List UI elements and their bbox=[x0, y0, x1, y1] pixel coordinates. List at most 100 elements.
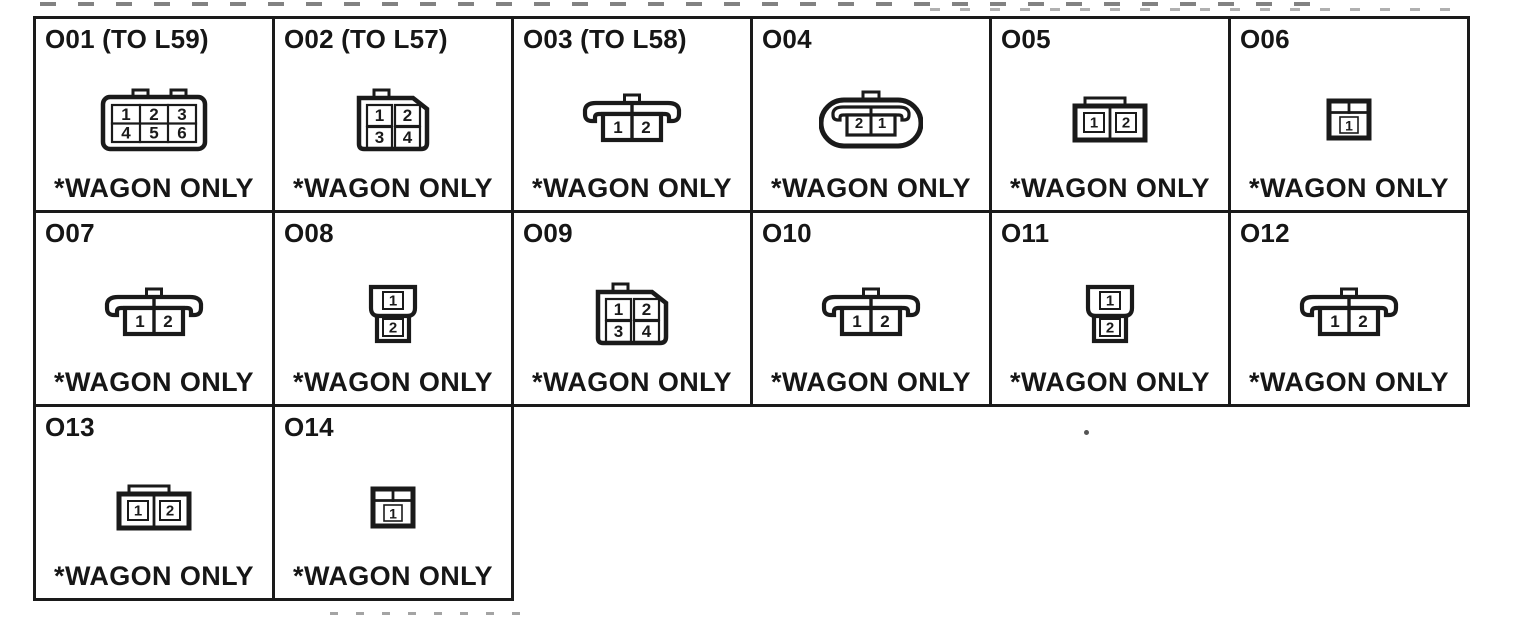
pin-number: 2 bbox=[389, 320, 397, 337]
pin-number: 1 bbox=[389, 293, 397, 310]
scan-noise bbox=[40, 2, 1310, 6]
pin-box bbox=[604, 319, 633, 344]
pin-number: 1 bbox=[878, 115, 886, 132]
pin-box bbox=[1099, 318, 1121, 337]
connector-id-label: O05 bbox=[1001, 24, 1051, 54]
pin-box bbox=[1099, 291, 1121, 310]
connector-id-label: O11 bbox=[1001, 218, 1050, 248]
pin-number: 2 bbox=[880, 312, 889, 331]
connector-id-label: O06 bbox=[1240, 24, 1290, 54]
pin-box bbox=[1339, 116, 1359, 134]
pin-box bbox=[365, 125, 394, 150]
connector-id-label: O02 (TO L57) bbox=[284, 24, 448, 54]
connector-icon: 12 bbox=[1085, 284, 1135, 344]
pin-number: 1 bbox=[614, 300, 623, 319]
connector-icon: 1 bbox=[1326, 98, 1372, 141]
wagon-only-note: *WAGON ONLY bbox=[771, 367, 971, 397]
wagon-only-note: *WAGON ONLY bbox=[54, 173, 254, 203]
pin-number: 1 bbox=[375, 106, 384, 125]
pin-number: 2 bbox=[642, 300, 651, 319]
wagon-only-note: *WAGON ONLY bbox=[293, 561, 493, 591]
pin-number: 2 bbox=[163, 312, 172, 331]
pin-box bbox=[383, 504, 403, 522]
wagon-only-note: *WAGON ONLY bbox=[293, 367, 493, 397]
pin-box bbox=[382, 291, 404, 310]
pin-number: 3 bbox=[375, 128, 384, 147]
pin-number: 5 bbox=[149, 124, 158, 143]
pin-number: 3 bbox=[614, 322, 623, 341]
pin-number: 2 bbox=[1106, 320, 1114, 337]
connector-id-label: O08 bbox=[284, 218, 334, 248]
connector-cell-o06: O06 1 *WAGON ONLY bbox=[1228, 16, 1470, 213]
wagon-only-note: *WAGON ONLY bbox=[293, 173, 493, 203]
wagon-only-note: *WAGON ONLY bbox=[1249, 173, 1449, 203]
connector-diagram: 1 bbox=[1231, 59, 1467, 181]
pin-number: 2 bbox=[149, 105, 158, 124]
pin-number: 1 bbox=[121, 105, 130, 124]
pin-box bbox=[393, 125, 422, 150]
pin-number: 2 bbox=[1358, 312, 1367, 331]
pin-number: 4 bbox=[121, 124, 131, 143]
wagon-only-note: *WAGON ONLY bbox=[532, 173, 732, 203]
connector-icon: 12 bbox=[368, 284, 418, 344]
wagon-only-note: *WAGON ONLY bbox=[1010, 173, 1210, 203]
connector-id-label: O07 bbox=[45, 218, 95, 248]
connector-id-label: O04 bbox=[762, 24, 812, 54]
pin-box bbox=[159, 500, 181, 521]
pin-number: 2 bbox=[166, 503, 174, 520]
connector-id-label: O03 (TO L58) bbox=[523, 24, 687, 54]
pin-number: 4 bbox=[642, 322, 652, 341]
pin-number: 1 bbox=[135, 312, 144, 331]
connector-id-label: O09 bbox=[523, 218, 573, 248]
pin-number: 1 bbox=[613, 118, 622, 137]
pin-box bbox=[632, 319, 661, 344]
wagon-only-note: *WAGON ONLY bbox=[532, 367, 732, 397]
connector-id-label: O13 bbox=[45, 412, 95, 442]
pin-number: 1 bbox=[389, 506, 397, 522]
pin-number: 2 bbox=[855, 115, 863, 132]
scan-noise bbox=[930, 8, 1470, 11]
pin-number: 2 bbox=[1122, 115, 1130, 132]
pin-number: 3 bbox=[177, 105, 186, 124]
pin-box bbox=[1115, 112, 1137, 133]
pin-box bbox=[1083, 112, 1105, 133]
pin-number: 1 bbox=[1106, 293, 1114, 310]
pin-number: 1 bbox=[852, 312, 861, 331]
wagon-only-note: *WAGON ONLY bbox=[771, 173, 971, 203]
pin-number: 1 bbox=[1330, 312, 1339, 331]
connector-diagram: 1 bbox=[275, 447, 511, 569]
